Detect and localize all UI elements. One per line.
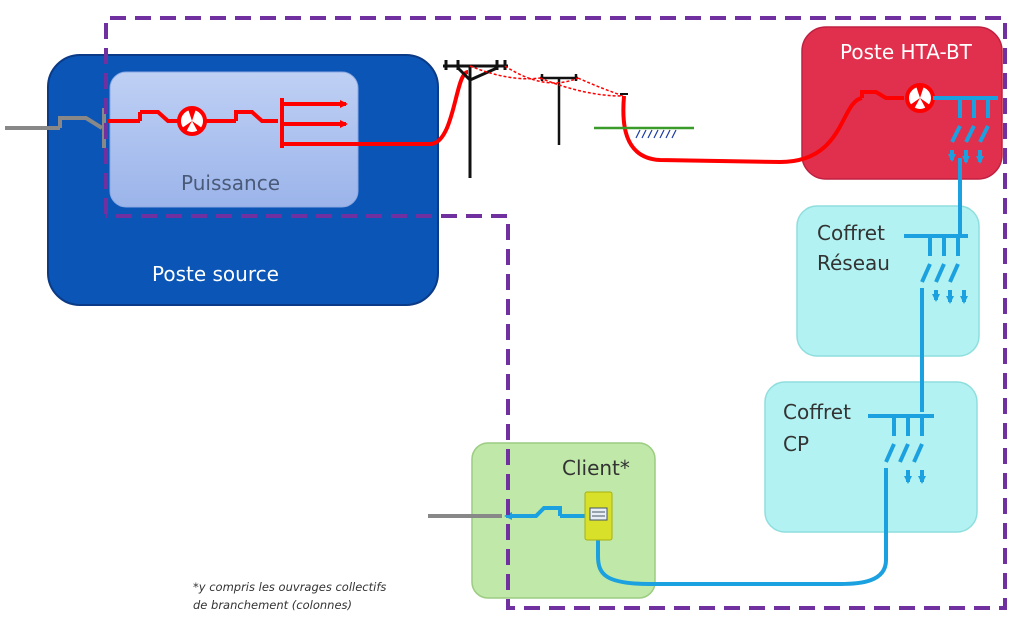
meter-icon — [584, 491, 613, 541]
puissance-label: Puissance — [181, 171, 281, 195]
coffret-reseau-label-line2: Réseau — [817, 251, 890, 275]
concession-boundary — [104, 16, 1007, 610]
coffret-reseau-box — [796, 205, 980, 357]
hta-bt-circuit — [860, 90, 904, 100]
bt-circuit-hta-bt — [933, 96, 998, 236]
coffret-cp-label-line1: Coffret — [783, 400, 851, 424]
client-box — [471, 442, 656, 599]
pylon-2-icon — [540, 74, 578, 145]
coffret-cp-label-line2: CP — [783, 432, 810, 456]
footnote-line2: de branchement (colonnes) — [193, 598, 353, 612]
bt-circuit-client — [504, 506, 586, 520]
coffret-reseau-label-line1: Coffret — [817, 221, 885, 245]
earth-hatch — [635, 129, 677, 139]
client-label: Client* — [562, 456, 630, 480]
transformer-blades — [910, 86, 930, 109]
transformer-icon-source — [182, 109, 202, 132]
poste-source-label: Poste source — [152, 262, 279, 286]
bt-circuit-coffret-reseau — [904, 234, 968, 412]
bt-circuit-coffret-cp — [596, 414, 934, 586]
footnote-line1: *y compris les ouvrages collectifs — [193, 580, 387, 594]
poste-hta-bt-label: Poste HTA-BT — [840, 40, 972, 64]
hta-underground-cable — [621, 95, 863, 165]
pylon-1-icon — [443, 60, 508, 178]
